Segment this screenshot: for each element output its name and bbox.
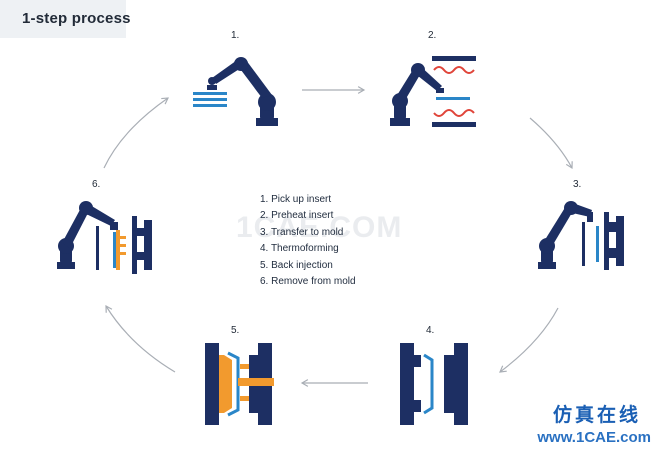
arrow-2-to-3 <box>529 117 573 170</box>
step-1-illustration <box>193 57 278 126</box>
diagram-title: 1-step process <box>22 10 131 27</box>
legend-item: 4. Thermoforming <box>260 243 339 255</box>
insert-icon <box>596 226 599 262</box>
robot-arm-icon <box>390 63 444 126</box>
step-number-6: 6. <box>92 179 101 190</box>
arrow-5-to-6 <box>105 304 176 373</box>
mold-icon <box>400 343 468 425</box>
step-number-3: 3. <box>573 179 582 190</box>
robot-arm-icon <box>207 57 278 126</box>
step-number-5: 5. <box>231 325 240 336</box>
step-number-2: 2. <box>428 30 437 41</box>
insert-stack-icon <box>193 92 227 107</box>
formed-insert-icon <box>423 353 434 415</box>
insert-icon <box>436 97 470 100</box>
arrow-3-to-4 <box>499 307 559 373</box>
step-2-illustration <box>390 56 476 127</box>
molded-part-icon <box>113 230 126 270</box>
legend-item: 6. Remove from mold <box>260 276 356 288</box>
injection-channel-icon <box>238 378 274 386</box>
watermark-url: www.1CAE.com <box>537 429 651 446</box>
step-number-4: 4. <box>426 325 435 336</box>
watermark-chinese: 仿真在线 <box>552 405 641 426</box>
legend-item: 3. Transfer to mold <box>260 226 344 238</box>
injected-material-icon <box>219 355 232 413</box>
step-5-illustration <box>205 343 274 425</box>
robot-arm-icon <box>538 201 593 269</box>
watermark-faint: 1CAE.COM <box>236 211 403 244</box>
title-bar <box>0 0 126 38</box>
step-number-1: 1. <box>231 30 240 41</box>
mold-icon <box>96 216 152 274</box>
step-6-illustration <box>57 201 152 274</box>
heater-icon <box>432 56 476 127</box>
mold-icon <box>582 212 624 270</box>
arrow-6-to-1 <box>103 97 169 169</box>
legend-item: 2. Preheat insert <box>260 210 334 222</box>
flow-arrows <box>103 86 573 387</box>
legend-item: 5. Back injection <box>260 259 333 271</box>
robot-arm-icon <box>57 201 118 269</box>
step-legend: 1. Pick up insert 2. Preheat insert 3. T… <box>260 192 356 290</box>
step-3-illustration <box>538 201 624 270</box>
step-4-illustration <box>400 343 468 425</box>
legend-item: 1. Pick up insert <box>260 194 332 205</box>
